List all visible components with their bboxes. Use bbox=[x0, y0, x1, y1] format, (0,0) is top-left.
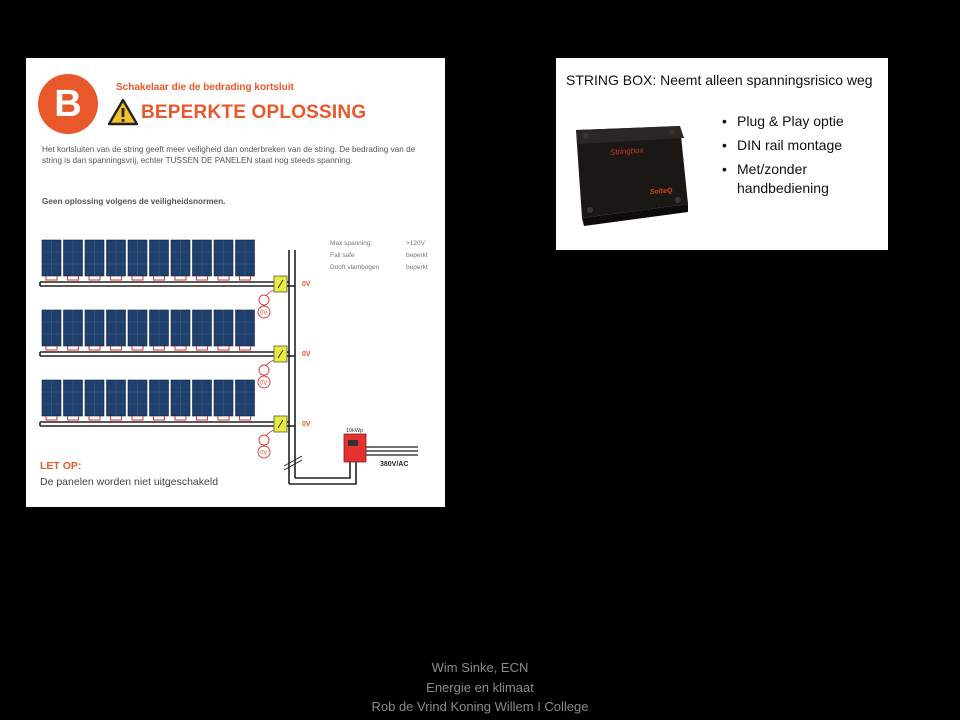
ac-output-label: 380V/AC bbox=[380, 461, 408, 468]
no-solution-note: Geen oplossing volgens de veiligheidsnor… bbox=[42, 197, 226, 206]
panel-connector bbox=[45, 276, 58, 281]
short-circuit-switch-slide: B Schakelaar die de bedrading kortsluit … bbox=[26, 58, 445, 507]
feature-item: DIN rail montage bbox=[722, 136, 888, 155]
isolator-mark bbox=[283, 455, 303, 467]
panel-connector bbox=[88, 416, 101, 421]
panel-connector bbox=[45, 416, 58, 421]
zero-volt-marker bbox=[257, 445, 271, 459]
zero-volt-label: 0V bbox=[260, 311, 267, 317]
zero-volt-label: 0V bbox=[260, 451, 267, 457]
inverter-feed bbox=[295, 446, 351, 479]
panel-connector bbox=[45, 346, 58, 351]
stringbox-title: STRING BOX: Neemt alleen spanningsrisico… bbox=[566, 72, 873, 88]
warning-icon bbox=[108, 98, 138, 126]
panel-connector bbox=[239, 346, 251, 351]
zero-volt-marker bbox=[257, 375, 271, 389]
panel-connector bbox=[196, 276, 208, 281]
panel-connector bbox=[174, 276, 187, 281]
attention-heading: LET OP: bbox=[40, 460, 82, 472]
panel-connector bbox=[217, 416, 230, 421]
footer-author: Wim Sinke, ECN bbox=[431, 660, 529, 675]
handle-symbol bbox=[258, 364, 270, 376]
switch-lever bbox=[277, 349, 284, 359]
panel-connector bbox=[131, 276, 144, 281]
panel-connector bbox=[239, 416, 251, 421]
panel-connector bbox=[131, 416, 144, 421]
panel-connector bbox=[88, 346, 101, 351]
attention-text: De panelen worden niet uitgeschakeld bbox=[40, 476, 219, 488]
panel-connector bbox=[88, 276, 101, 281]
panel-connector bbox=[174, 346, 187, 351]
panel-connector bbox=[153, 346, 165, 351]
description-paragraph: Het kortsluiten van de string geeft meer… bbox=[42, 145, 416, 165]
spec-value: beperkt bbox=[406, 252, 428, 259]
switch-lever bbox=[277, 419, 284, 429]
panel-connector bbox=[67, 276, 79, 281]
panel-connector bbox=[196, 346, 208, 351]
option-badge: B bbox=[38, 74, 98, 134]
feature-list: Plug & Play optie DIN rail montage Met/z… bbox=[722, 112, 888, 203]
zero-volt-label: 0V bbox=[260, 381, 267, 387]
panel-connector bbox=[67, 346, 79, 351]
device-brand: SolteQ bbox=[650, 187, 674, 196]
panel-connector bbox=[110, 346, 122, 351]
pv-wiring-diagram: 0V 0V 0V 0V 0V 0V 10kWp 380V/AC bbox=[39, 239, 418, 485]
spec-table: Max spanning: >120V Fail safe beperkt Doof… bbox=[330, 238, 428, 274]
spec-row: Dooft vlambogen beperkt bbox=[330, 262, 428, 274]
panel-connector bbox=[67, 416, 79, 421]
inverter-display bbox=[348, 440, 358, 446]
panel-connector bbox=[217, 276, 230, 281]
panel-connector bbox=[153, 416, 165, 421]
string-voltage-label: 0V bbox=[302, 281, 311, 288]
panel-connector bbox=[217, 346, 230, 351]
spec-key: Dooft vlambogen bbox=[330, 264, 380, 271]
feature-item: Plug & Play optie bbox=[722, 112, 888, 131]
spec-row: Fail safe beperkt bbox=[330, 250, 428, 262]
panel-connector bbox=[110, 416, 122, 421]
string-voltage-label: 0V bbox=[302, 351, 311, 358]
spec-value: >120V bbox=[406, 240, 425, 247]
spec-value: beperkt bbox=[406, 264, 428, 271]
feature-item: Met/zonder handbediening bbox=[722, 160, 888, 198]
stringbox-slide: STRING BOX: Neemt alleen spanningsrisico… bbox=[556, 58, 888, 250]
switch-lever bbox=[277, 279, 284, 289]
string-voltage-label: 0V bbox=[302, 421, 311, 428]
footer-credits: Wim Sinke, ECN Energie en klimaat Rob de… bbox=[0, 658, 960, 717]
stringbox-device-image: Stringbox SolteQ bbox=[576, 126, 688, 226]
panel-connector bbox=[131, 346, 144, 351]
panel-connector bbox=[239, 276, 251, 281]
spec-row: Max spanning: >120V bbox=[330, 238, 428, 250]
zero-volt-marker bbox=[257, 305, 271, 319]
panel-connector bbox=[110, 276, 122, 281]
panel-connector bbox=[174, 416, 187, 421]
slide-subtitle: Schakelaar die de bedrading kortsluit bbox=[116, 82, 294, 93]
isolator-mark bbox=[283, 459, 303, 471]
device-label: Stringbox bbox=[610, 146, 645, 157]
inverter bbox=[343, 433, 367, 463]
inverter-label: 10kWp bbox=[346, 428, 363, 434]
footer-institution: Rob de Vrind Koning Willem I College bbox=[371, 699, 589, 714]
spec-key: Fail safe bbox=[330, 252, 355, 259]
handle-symbol bbox=[258, 434, 270, 446]
panel-connector bbox=[196, 416, 208, 421]
footer-course: Energie en klimaat bbox=[426, 679, 534, 695]
handle-symbol bbox=[258, 294, 270, 306]
slide-title: BEPERKTE OPLOSSING bbox=[141, 102, 367, 123]
spec-key: Max spanning: bbox=[330, 240, 373, 247]
panel-connector bbox=[153, 276, 165, 281]
